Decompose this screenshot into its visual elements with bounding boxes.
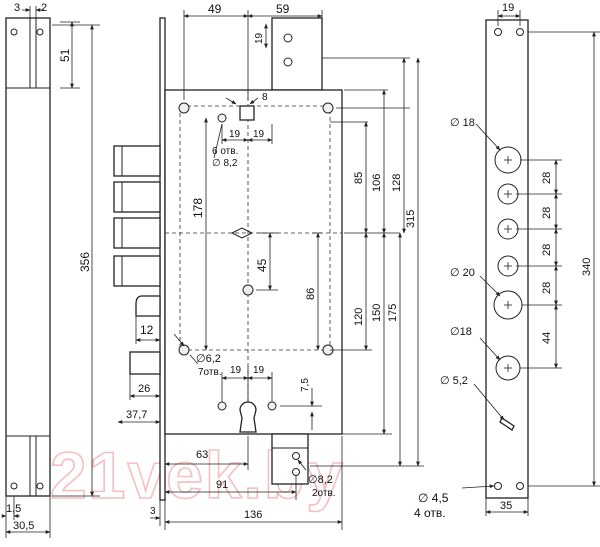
dim-7-5: 7,5 [300, 378, 311, 392]
label-dia-18-b: ∅18 [450, 326, 472, 338]
dim-12: 12 [140, 323, 154, 337]
dim-19-top: 19 [254, 32, 265, 44]
dim-37-7: 37,7 [126, 409, 147, 421]
dim-59: 59 [276, 2, 290, 16]
dim-side-30-5: 30,5 [13, 520, 34, 532]
label-dia-8-2-top: ∅ 8,2 [212, 158, 238, 169]
dim-120: 120 [353, 308, 365, 326]
dim-45: 45 [255, 258, 269, 272]
dim-136: 136 [244, 509, 262, 521]
dim-49: 49 [208, 2, 222, 16]
dim-28-a: 28 [541, 172, 553, 184]
dim-8: 8 [262, 92, 268, 103]
dim-28-b: 28 [541, 207, 553, 219]
dim-178: 178 [191, 198, 205, 218]
label-2-holes: 2отв. [312, 488, 336, 499]
front-view [113, 10, 424, 530]
dim-28-c: 28 [541, 244, 553, 256]
dim-315: 315 [405, 210, 417, 228]
dim-3: 3 [150, 506, 156, 517]
dim-128: 128 [391, 174, 403, 192]
dim-faceplate-19: 19 [502, 2, 514, 14]
dim-side-356: 356 [78, 252, 92, 272]
dim-19-a: 19 [229, 129, 241, 140]
bolts [113, 145, 161, 287]
label-dia-4-5: ∅ 4,5 [418, 491, 449, 505]
label-6-holes: 6 отв. [212, 146, 238, 157]
faceplate-view [461, 10, 600, 516]
dim-85: 85 [353, 172, 365, 184]
dim-side-3: 3 [14, 2, 20, 14]
side-view [1, 6, 100, 538]
label-dia-18-a: ∅ 18 [450, 117, 475, 129]
dim-150: 150 [371, 304, 383, 322]
label-7-holes: 7отв. [198, 367, 222, 378]
dim-19-d: 19 [253, 365, 265, 376]
dim-175: 175 [387, 304, 399, 322]
dim-44: 44 [541, 332, 553, 344]
dim-35: 35 [500, 500, 512, 512]
dim-19-b: 19 [253, 129, 265, 140]
label-dia-8-2-bottom: ∅8,2 [308, 474, 333, 486]
label-dia-6-2: ∅6,2 [196, 353, 221, 365]
dim-side-51: 51 [58, 48, 72, 62]
dim-106: 106 [371, 174, 383, 192]
dim-side-2: 2 [41, 2, 47, 14]
dim-28-d: 28 [541, 282, 553, 294]
dim-86: 86 [305, 288, 317, 300]
label-dia-20: ∅ 20 [450, 267, 475, 279]
dim-19-c: 19 [230, 365, 242, 376]
dim-340: 340 [581, 258, 593, 276]
dim-91: 91 [216, 479, 228, 491]
dim-26: 26 [138, 383, 150, 395]
label-4-holes: 4 отв. [414, 506, 446, 520]
label-dia-5-2: ∅ 5,2 [440, 375, 468, 387]
dim-63: 63 [196, 449, 208, 461]
dim-side-1-5: 1,5 [6, 503, 21, 515]
